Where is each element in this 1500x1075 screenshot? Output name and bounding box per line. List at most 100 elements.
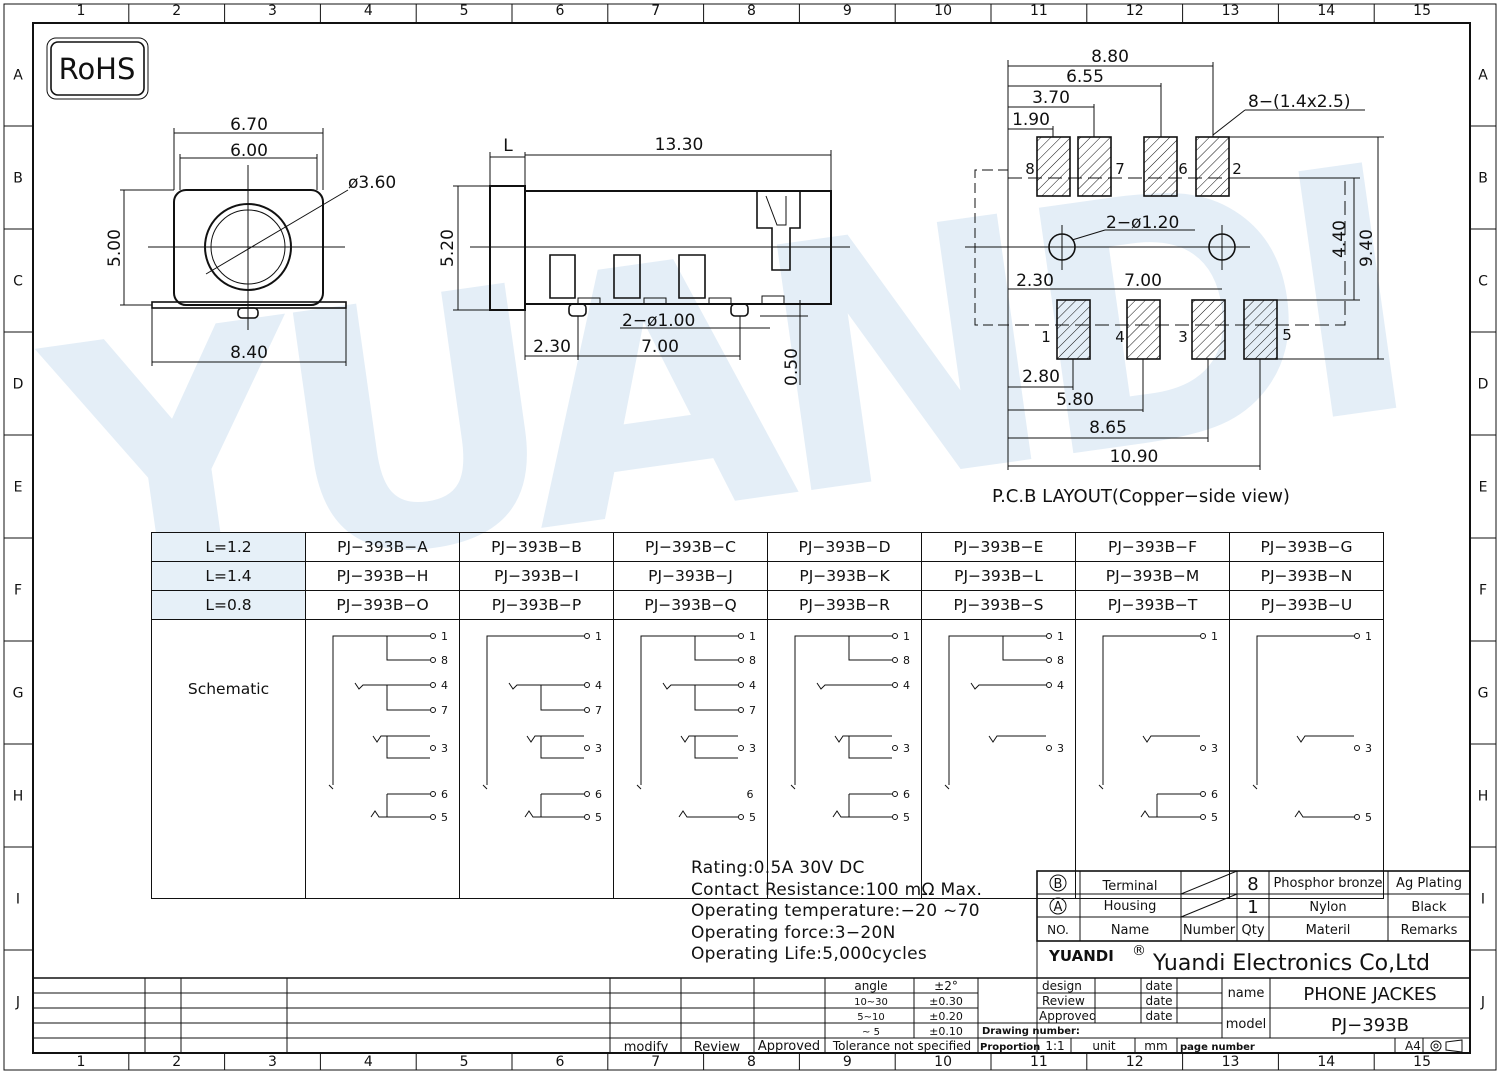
tol-val-2: ±0.20 [929,1010,963,1023]
mat-head-no: NO. [1047,923,1069,937]
schematic-cell [613,619,768,899]
frame-row-label: F [14,583,22,599]
spec-operating-life: Operating Life:5,000cycles [691,944,928,964]
variant-row: L=0.8 PJ−393B−O PJ−393B−P PJ−393B−Q PJ−3… [151,590,1384,620]
dim-3-70: 3.70 [1032,88,1070,108]
pcb-pin-2: 2 [1232,160,1242,178]
frame-row-label: I [16,892,20,908]
variant-row: L=1.4 PJ−393B−H PJ−393B−I PJ−393B−J PJ−3… [151,561,1384,591]
frame-labels: 1122334455667788991010111112121313141415… [4,3,1496,1070]
tb-size: A4 [1405,1039,1421,1053]
tb-date-3: date [1145,1009,1172,1023]
tb-page-number: page number [1180,1042,1255,1053]
frame-col-label: 10 [934,1054,952,1070]
pcb-pin-7: 7 [1115,160,1125,178]
schematic-cell [1075,619,1230,899]
dim-5-00: 5.00 [105,229,125,267]
mat-row-a-no: A [1054,900,1063,915]
mat-row-a-material: Nylon [1309,900,1346,915]
variant-row-label: L=0.8 [151,590,306,620]
frame-col-label: 2 [172,3,181,19]
tb-approved2: Approved [1039,1009,1097,1023]
tb-model-val: PJ−393B [1331,1015,1409,1036]
tb-unit-val: mm [1144,1039,1167,1053]
frame-col-label: 6 [555,1054,564,1070]
frame-row-label: A [1478,68,1488,84]
frame-col-label: 9 [843,1054,852,1070]
variant-row-label: L=1.4 [151,561,306,591]
frame-col-label: 3 [268,1054,277,1070]
dim-3-60: ø3.60 [348,173,396,193]
frame-row-label: J [1480,995,1485,1011]
frame-row-label: H [13,789,24,805]
mat-row-a-remarks: Black [1411,900,1447,915]
variant-part: PJ−393B−N [1229,561,1384,591]
variant-part: PJ−393B−A [305,532,460,562]
company-name: Yuandi Electronics Co,Ltd [1152,951,1430,976]
dim-pcb-2-30: 2.30 [1016,271,1054,291]
frame-col-label: 11 [1030,1054,1048,1070]
tol-range-2: 5~10 [857,1012,884,1023]
frame-col-label: 14 [1317,1054,1335,1070]
variants-table: L=1.2 PJ−393B−A PJ−393B−B PJ−393B−C PJ−3… [151,532,1384,899]
frame-col-label: 8 [747,3,756,19]
schematic-cell [767,619,922,899]
variant-part: PJ−393B−I [459,561,614,591]
company-logo: YUANDI ® Yuandi Electronics Co,Ltd [1048,943,1430,976]
frame-col-label: 15 [1413,1054,1431,1070]
dim-8-80: 8.80 [1091,47,1129,67]
rohs-badge-text: RoHS [59,52,136,86]
frame-row-label: H [1478,789,1489,805]
variant-part: PJ−393B−S [921,590,1076,620]
dim-2-80: 2.80 [1022,367,1060,387]
dim-9-40: 9.40 [1357,229,1377,267]
mat-row-a-qty: 1 [1247,897,1258,918]
pcb-pin-5: 5 [1282,326,1292,344]
schematic-cell [921,619,1076,899]
dim-13-30: 13.30 [655,135,704,155]
frame-row-label: G [13,686,24,702]
pcb-pin-3: 3 [1178,328,1188,346]
dim-5-80: 5.80 [1056,390,1094,410]
title-block: angle ±2° 10~30 ±0.30 5~10 ±0.20 ~ 5 ±0.… [33,941,1470,1055]
spec-operating-temperature: Operating temperature:−20 ~70 [691,901,980,921]
frame-row-label: I [1481,892,1485,908]
mat-head-remarks: Remarks [1401,923,1458,938]
tb-date-1: date [1145,979,1172,993]
pcb-pin-1: 1 [1041,328,1051,346]
mat-row-b-remarks: Ag Plating [1396,876,1462,891]
frame-col-label: 5 [460,3,469,19]
dim-5-20: 5.20 [438,229,458,267]
schematic-cell [305,619,460,899]
tb-name-val: PHONE JACKES [1303,984,1436,1005]
rohs-badge-outer [46,37,149,100]
pcb-caption: P.C.B LAYOUT(Copper−side view) [992,486,1290,507]
dim-6-00: 6.00 [230,141,268,161]
frame-col-label: 4 [364,1054,373,1070]
variant-part: PJ−393B−L [921,561,1076,591]
pcb-pin-4: 4 [1115,328,1125,346]
tb-proportion: Proportion [980,1042,1040,1053]
frame-row-label: J [15,995,20,1011]
variant-part: PJ−393B−U [1229,590,1384,620]
frame-col-label: 12 [1126,1054,1144,1070]
tol-range-1: 10~30 [854,997,888,1008]
variant-part: PJ−393B−R [767,590,922,620]
dim-8-65: 8.65 [1089,418,1127,438]
company-logo-text: YUANDI [1048,947,1114,965]
frame-row-label: C [13,274,23,290]
pcb-layout: 8 7 6 2 1 4 3 5 8.80 6.55 3.70 1.90 8−(1… [965,47,1384,507]
frame-col-label: 1 [76,1054,85,1070]
dim-4-40: 4.40 [1330,220,1350,258]
frame-col-label: 9 [843,3,852,19]
tb-model-label: model [1226,1017,1266,1032]
side-view: L 13.30 5.20 2−ø1.00 2.30 7.00 0.50 [438,135,850,386]
tb-modify: modify [624,1040,669,1055]
variant-part: PJ−393B−Q [613,590,768,620]
frame-col-label: 13 [1222,1054,1240,1070]
mat-head-material: Materil [1306,923,1351,938]
frame-col-label: 10 [934,3,952,19]
frame-row-label: B [13,171,23,187]
variant-part: PJ−393B−B [459,532,614,562]
schematic-cell [1229,619,1384,899]
